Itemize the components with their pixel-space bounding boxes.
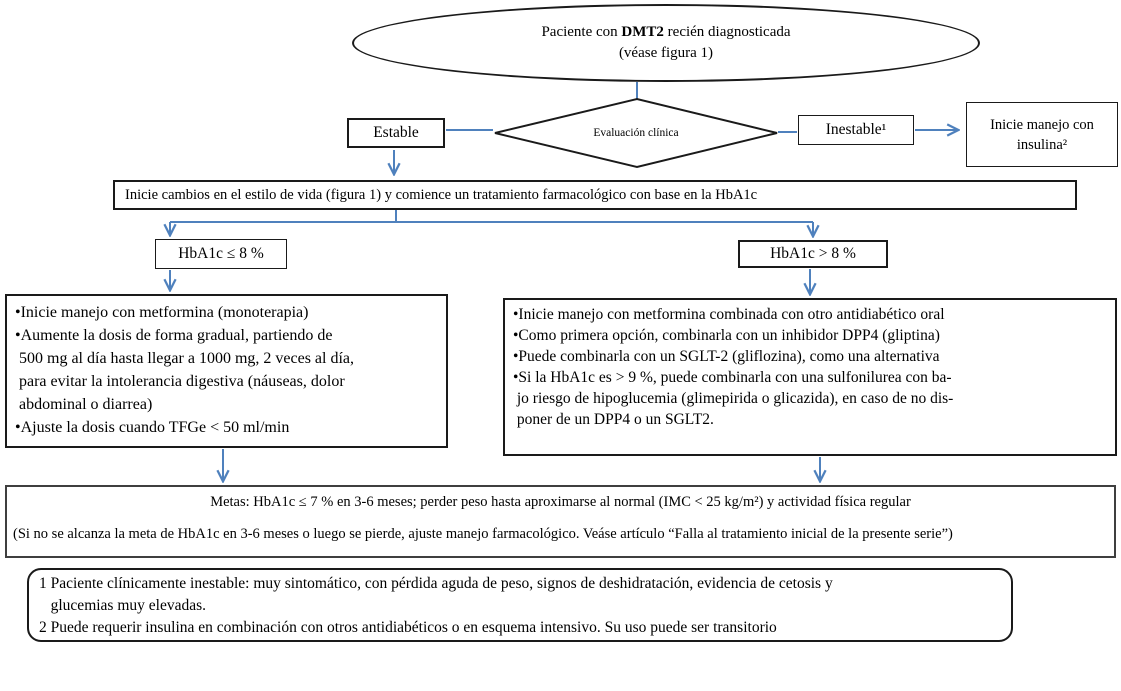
- insulin-box: Inicie manejo con insulina²: [966, 102, 1118, 167]
- start-ellipse-line2: (véase figura 1): [618, 45, 714, 61]
- hba1c-low-box: HbA1c ≤ 8 %: [155, 239, 287, 269]
- lifestyle-box: Inicie cambios en el estilo de vida (fig…: [113, 180, 1077, 210]
- goals-box: Metas: HbA1c ≤ 7 % en 3-6 meses; perder …: [5, 485, 1116, 558]
- combination-box: •Inicie manejo con metformina combinada …: [503, 298, 1117, 456]
- hba1c-high-box: HbA1c > 8 %: [738, 240, 888, 268]
- dmt2-bold-text: DMT2: [621, 24, 664, 40]
- goals-line2: (Si no se alcanza la meta de HbA1c en 3-…: [13, 526, 953, 542]
- unstable-box: Inestable¹: [798, 115, 914, 145]
- decision-diamond-label: Evaluación clínica: [593, 127, 679, 139]
- stable-box: Estable: [347, 118, 445, 148]
- footnotes-box: 1 Paciente clínicamente inestable: muy s…: [27, 568, 1013, 642]
- start-ellipse: Paciente con DMT2 recién diagnosticada (…: [352, 4, 980, 82]
- goals-line1: Metas: HbA1c ≤ 7 % en 3-6 meses; perder …: [210, 494, 911, 510]
- start-ellipse-line1: Paciente con DMT2 recién diagnosticada: [541, 24, 791, 40]
- monotherapy-box: •Inicie manejo con metformina (monoterap…: [5, 294, 448, 448]
